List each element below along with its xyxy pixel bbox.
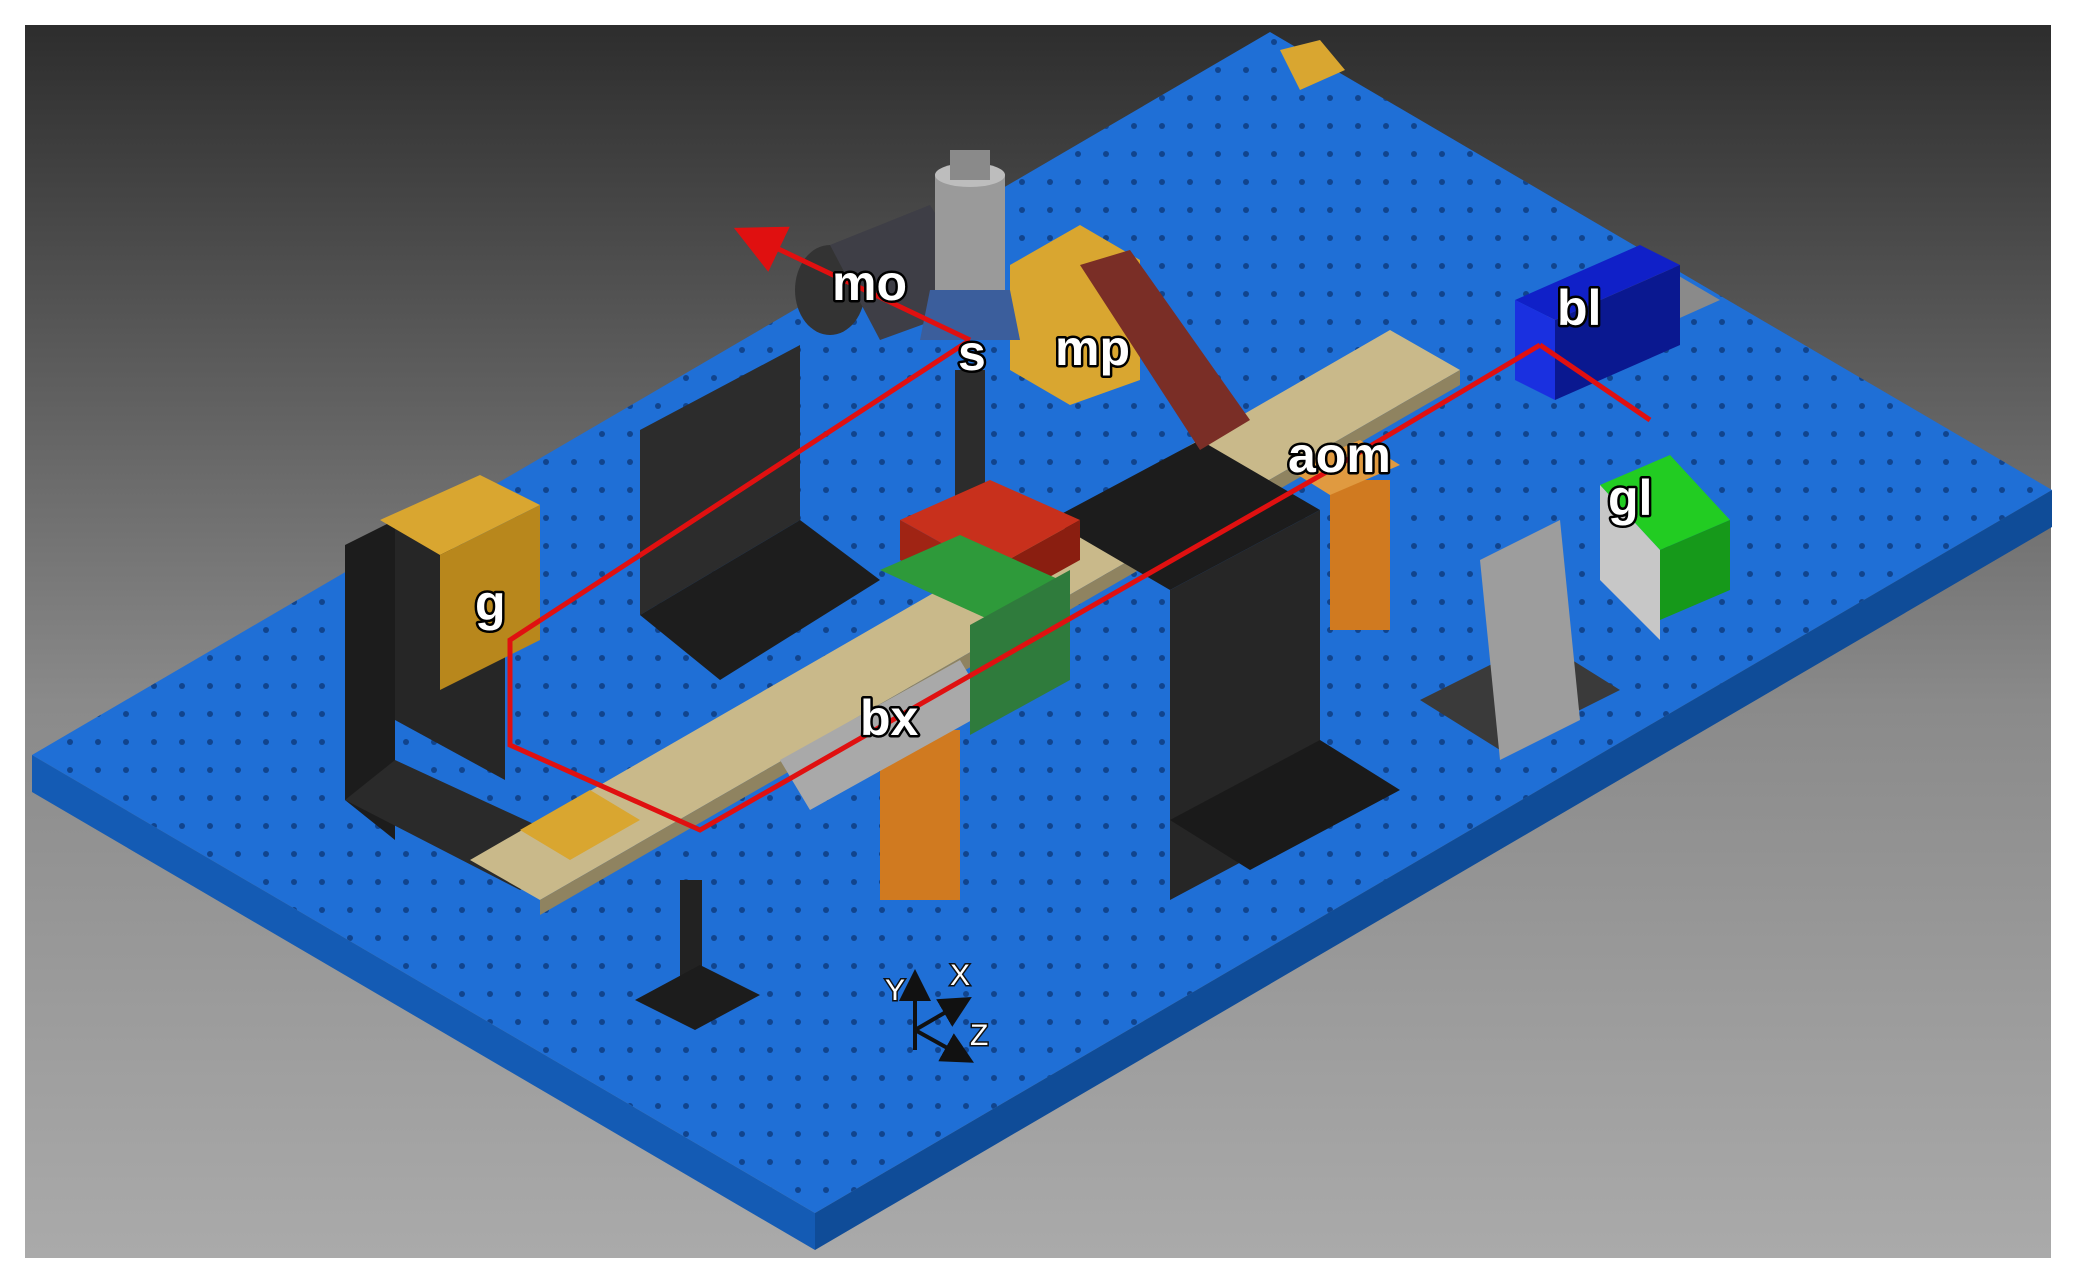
label-mo: mo <box>832 255 907 311</box>
grey-tube <box>780 660 990 810</box>
coordinate-axes: Y X Z <box>884 958 990 1063</box>
mp-bracket <box>1080 250 1250 450</box>
label-bl: bl <box>1557 280 1601 336</box>
label-g: g <box>475 575 506 631</box>
red-stage <box>880 480 1080 620</box>
middle-panel <box>640 345 880 680</box>
label-s: s <box>958 325 986 381</box>
label-bx: bx <box>860 690 919 746</box>
green-plate <box>970 570 1070 735</box>
label-gl: gl <box>1608 470 1652 526</box>
bl-box <box>1515 245 1720 400</box>
label-aom: aom <box>1288 427 1391 483</box>
axis-label-x: X <box>950 959 970 992</box>
beam-arrow <box>733 226 972 343</box>
laser-beam <box>507 226 1652 833</box>
bottom-post <box>635 880 760 1030</box>
translation-stage <box>1420 520 1620 760</box>
axis-label-y: Y <box>885 974 905 1007</box>
gl-box <box>1600 455 1730 640</box>
label-mp: mp <box>1055 320 1130 376</box>
right-stand <box>1050 440 1400 900</box>
axis-label-z: Z <box>970 1019 988 1052</box>
